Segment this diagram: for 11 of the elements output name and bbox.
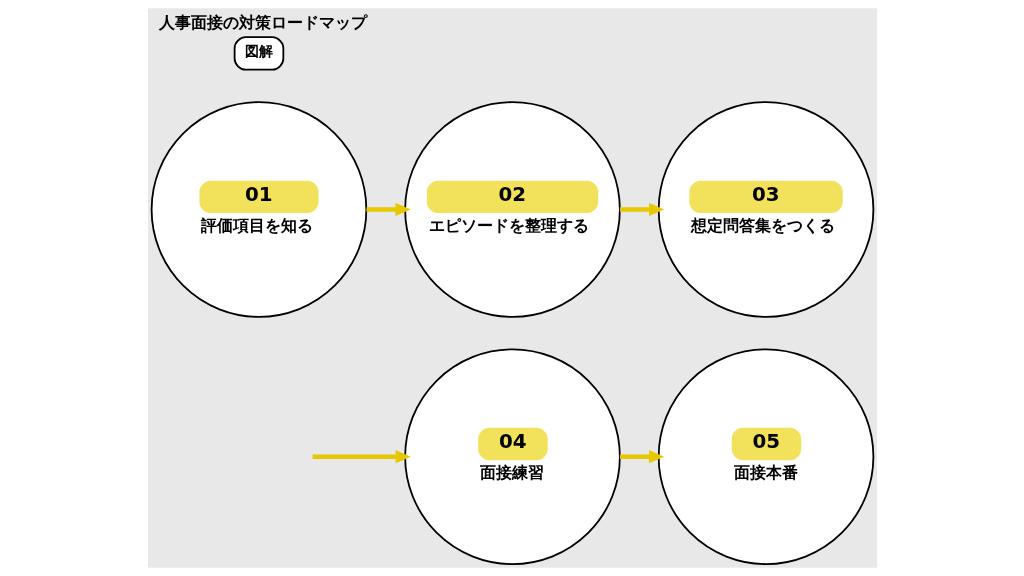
node-circle: 05 面接本番	[657, 348, 874, 565]
node-circle: 02 エピソードを整理する	[403, 101, 621, 318]
arrow	[312, 450, 411, 464]
node-circle: 01 評価項目を知る	[150, 101, 367, 318]
node-box: 図解	[233, 36, 284, 71]
arrow	[619, 450, 664, 464]
diagram-title: 人事面接の対策ロードマップ	[158, 12, 367, 32]
arrow	[619, 202, 664, 217]
node-circle: 04 面接練習	[403, 348, 621, 565]
node-circle: 03 想定問答集をつくる	[657, 101, 874, 318]
arrow	[365, 202, 411, 217]
